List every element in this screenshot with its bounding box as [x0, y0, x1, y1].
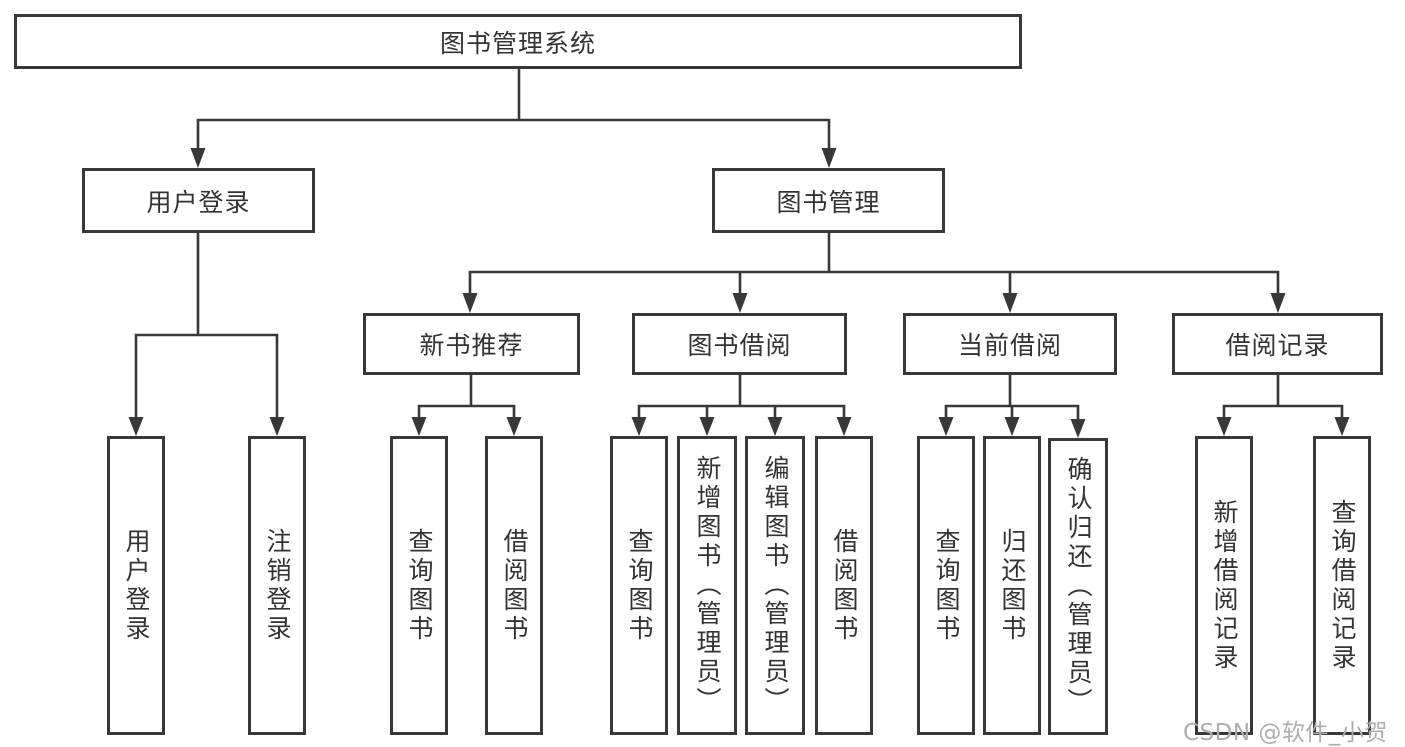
leaf-borrow-books-borrowing: 借阅图书 — [815, 436, 873, 735]
node-label: 当前借阅 — [957, 331, 1062, 360]
leaf-user-login: 用户登录 — [107, 436, 165, 735]
node-label: 注销登录 — [263, 527, 292, 644]
node-label: 新书推荐 — [419, 331, 524, 360]
node-label: 新增图书（管理员） — [693, 455, 722, 716]
leaf-query-books-recommend: 查询图书 — [390, 436, 448, 735]
leaf-logout: 注销登录 — [248, 436, 306, 735]
node-new-book-recommendation: 新书推荐 — [363, 313, 580, 375]
node-label: 归还图书 — [998, 527, 1027, 644]
leaf-return-books: 归还图书 — [983, 436, 1041, 735]
node-label: 借阅图书 — [830, 527, 859, 644]
node-label: 查询图书 — [625, 527, 654, 644]
node-label: 编辑图书（管理员） — [761, 455, 790, 716]
node-label: 查询图书 — [932, 527, 961, 644]
node-current-borrowing: 当前借阅 — [903, 313, 1117, 375]
leaf-query-books-current: 查询图书 — [917, 436, 975, 735]
leaf-query-books-borrowing: 查询图书 — [610, 436, 668, 735]
node-label: 查询图书 — [405, 527, 434, 644]
node-label: 新增借阅记录 — [1210, 498, 1239, 673]
node-book-borrowing: 图书借阅 — [632, 313, 847, 375]
node-label: 查询借阅记录 — [1328, 498, 1357, 673]
leaf-borrow-books-recommend: 借阅图书 — [485, 436, 543, 735]
leaf-confirm-return-admin: 确认归还（管理员） — [1048, 438, 1108, 735]
node-label: 借阅图书 — [500, 527, 529, 644]
leaf-edit-book-admin: 编辑图书（管理员） — [745, 436, 805, 735]
node-label: 确认归还（管理员） — [1064, 456, 1093, 717]
node-user-login: 用户登录 — [82, 168, 315, 233]
node-book-management: 图书管理 — [712, 168, 945, 233]
node-label: 用户登录 — [146, 187, 251, 217]
leaf-add-borrowing-record: 新增借阅记录 — [1195, 436, 1253, 735]
node-label: 借阅记录 — [1225, 331, 1330, 360]
node-label: 图书管理系统 — [439, 28, 596, 58]
node-label: 图书管理 — [776, 187, 881, 217]
node-label: 用户登录 — [122, 527, 151, 644]
csdn-watermark: CSDN @软件_小贺同学 — [1183, 720, 1388, 746]
leaf-add-book-admin: 新增图书（管理员） — [677, 436, 737, 735]
node-borrowing-records: 借阅记录 — [1172, 313, 1383, 375]
node-library-management-system: 图书管理系统 — [14, 14, 1022, 69]
node-label: 图书借阅 — [687, 331, 792, 360]
leaf-query-borrowing-record: 查询借阅记录 — [1313, 436, 1371, 735]
